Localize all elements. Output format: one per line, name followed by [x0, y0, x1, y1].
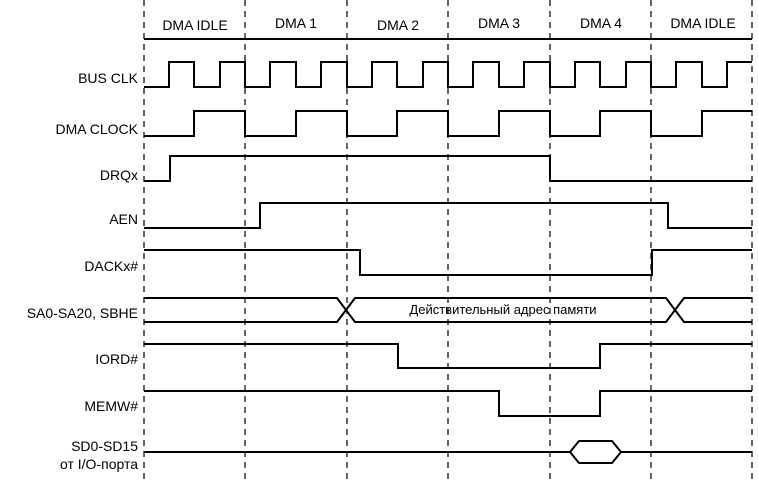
label-dackx: DACKx#	[84, 258, 138, 274]
wave-bus-clk	[144, 61, 752, 88]
label-drqx: DRQx	[100, 167, 138, 183]
phase-label-1: DMA 1	[275, 15, 317, 31]
waveforms: Действительный адрес памяти	[144, 61, 752, 464]
label-sa: SA0-SA20, SBHE	[27, 305, 138, 321]
label-iord: IORD#	[95, 351, 138, 367]
wave-drqx	[144, 155, 752, 182]
wave-dackx	[144, 249, 752, 276]
phase-label-2: DMA 2	[377, 17, 419, 33]
wave-aen	[144, 202, 752, 229]
wave-sd-bus	[144, 440, 752, 464]
wave-iord	[144, 343, 752, 369]
label-memw: MEMW#	[84, 398, 138, 414]
address-note: Действительный адрес памяти	[409, 302, 596, 317]
wave-sa-bus	[144, 297, 752, 323]
label-aen: AEN	[109, 211, 138, 227]
wave-memw	[144, 390, 752, 417]
phase-label-3: DMA 3	[478, 15, 520, 31]
phase-label-0: DMA IDLE	[162, 17, 227, 33]
phase-label-5: DMA IDLE	[670, 15, 735, 31]
label-sd-line2: от I/O-порта	[60, 456, 138, 472]
phase-label-4: DMA 4	[580, 15, 622, 31]
label-bus-clk: BUS CLK	[78, 70, 139, 86]
label-dma-clock: DMA CLOCK	[56, 121, 139, 137]
phase-labels: DMA IDLE DMA 1 DMA 2 DMA 3 DMA 4 DMA IDL…	[162, 15, 735, 33]
label-sd-line1: SD0-SD15	[71, 438, 138, 454]
signal-labels: BUS CLK DMA CLOCK DRQx AEN DACKx# SA0-SA…	[27, 70, 139, 472]
wave-dma-clock	[144, 110, 752, 137]
